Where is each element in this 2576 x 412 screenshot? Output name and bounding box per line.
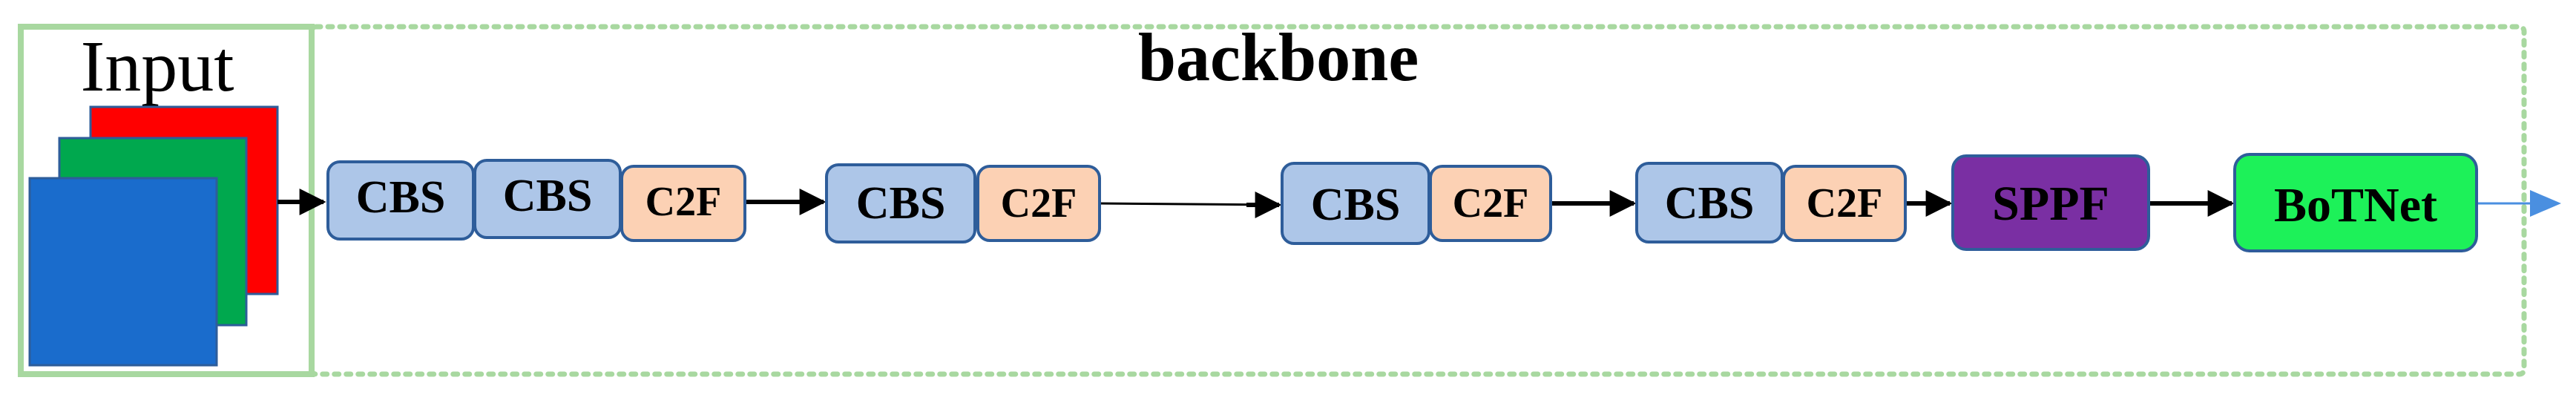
c2f-block-3-label: C2F bbox=[1453, 180, 1529, 226]
backbone-title: backbone bbox=[1138, 19, 1419, 95]
cbs-block-2-label: CBS bbox=[503, 171, 593, 221]
sppf-block-label: SPPF bbox=[1992, 177, 2109, 231]
c2f-block-4: C2F bbox=[1782, 165, 1907, 242]
cbs-block-5-label: CBS bbox=[1665, 178, 1755, 229]
cbs-block-1: CBS bbox=[326, 160, 475, 241]
input-layer-blue bbox=[28, 177, 218, 367]
botnet-block: BoTNet bbox=[2233, 153, 2478, 252]
botnet-block-label: BoTNet bbox=[2274, 178, 2437, 232]
cbs-block-4-label: CBS bbox=[1311, 180, 1401, 230]
cbs-block-4: CBS bbox=[1281, 162, 1430, 245]
input-title: Input bbox=[81, 27, 234, 107]
c2f-block-2-label: C2F bbox=[1001, 180, 1077, 226]
c2f-block-1: C2F bbox=[620, 165, 746, 242]
c2f-block-4-label: C2F bbox=[1807, 180, 1883, 226]
cbs-block-2: CBS bbox=[473, 159, 622, 239]
c2f-block-2: C2F bbox=[976, 165, 1101, 242]
c2f-block-3: C2F bbox=[1429, 165, 1552, 242]
cbs-block-3: CBS bbox=[825, 163, 976, 243]
c2f-block-1-label: C2F bbox=[645, 179, 722, 225]
output-arrowhead bbox=[2530, 190, 2561, 217]
backbone-frame bbox=[309, 24, 2527, 377]
cbs-block-5: CBS bbox=[1635, 162, 1784, 243]
cbs-block-1-label: CBS bbox=[356, 172, 446, 223]
sppf-block: SPPF bbox=[1951, 154, 2150, 251]
cbs-block-3-label: CBS bbox=[856, 178, 946, 229]
